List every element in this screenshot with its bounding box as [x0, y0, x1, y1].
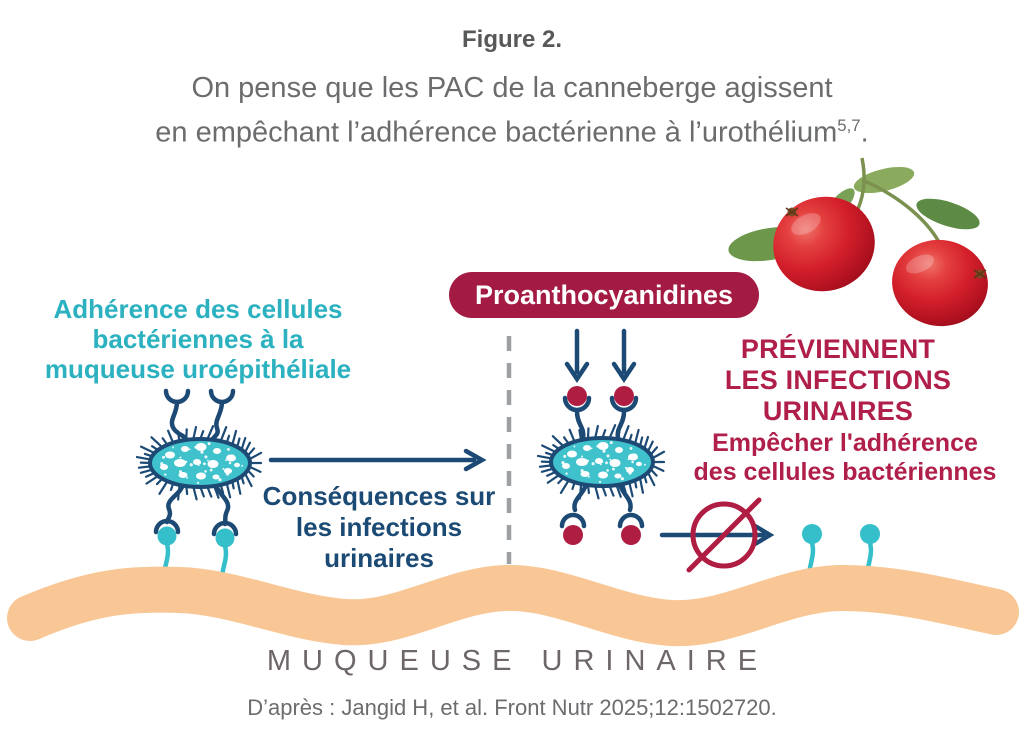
cranberries-image [728, 157, 988, 327]
bacterium-blocked-by-pacs-illustration [536, 328, 666, 545]
caption-line: LES INFECTIONS [724, 365, 952, 395]
caption-line: des cellules bactériennes [693, 458, 997, 486]
caption-line: Empêcher l'adhérence [712, 429, 978, 457]
bacterium-spots-icon [160, 443, 240, 480]
figure-label: Figure 2. [461, 26, 563, 53]
caption-line: les infections [295, 512, 463, 542]
caption-line: Conséquences sur [262, 481, 496, 511]
no-adherence-blocked-icon [659, 497, 775, 573]
cranberry-berry-icon [773, 196, 875, 292]
mucosa-wave-band [7, 564, 1019, 647]
caption-line: URINAIRES [762, 396, 914, 426]
adherence-caption: Adhérence des cellules bactériennes à la… [22, 294, 374, 384]
mucosa-label: MUQUEUSE URINAIRE [266, 645, 769, 677]
right-arrow-icon [268, 448, 487, 472]
pac-molecule-dot-icons [563, 386, 641, 545]
prevent-caption: PRÉVIENNENT LES INFECTIONS URINAIRES [722, 334, 954, 427]
reference-superscript: 5,7 [837, 116, 861, 135]
bacterium-receptor-arms-icon [559, 395, 645, 529]
figure-title: On pense que les PAC de la canneberge ag… [0, 70, 1024, 152]
title-line-2: en empêchant l’adhérence bactérienne à l… [155, 116, 869, 149]
proanthocyanidines-badge: Proanthocyanidines [449, 272, 760, 318]
block-adherence-caption: Empêcher l'adhérence des cellules bactér… [666, 429, 1024, 487]
bacterium-spots-icon [562, 442, 642, 479]
caption-line: PRÉVIENNENT [740, 334, 936, 364]
dashed-divider-line [506, 336, 512, 564]
consequences-caption: Conséquences sur les infections urinaire… [250, 481, 508, 574]
caption-line: muqueuse uroépithéliale [44, 354, 352, 384]
citation-text: D’après : Jangid H, et al. Front Nutr 20… [247, 695, 777, 720]
caption-line: Adhérence des cellules [53, 294, 343, 324]
title-line-1: On pense que les PAC de la canneberge ag… [191, 72, 833, 104]
caption-line: urinaires [324, 543, 434, 573]
pac-down-arrow-icons [564, 328, 637, 384]
cranberry-berry-icon [892, 239, 988, 327]
caption-line: bactériennes à la [92, 324, 304, 354]
